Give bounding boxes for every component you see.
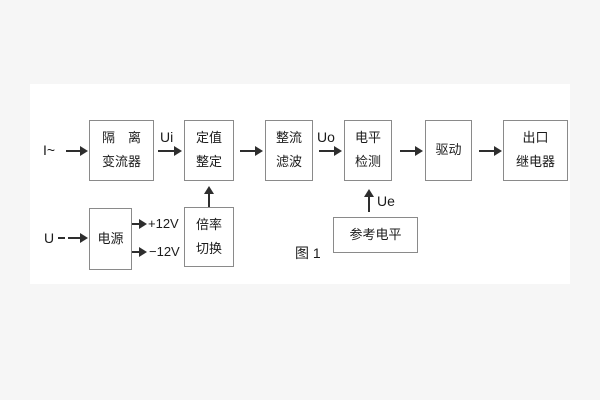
block-label: 参考电平: [349, 226, 402, 242]
block-label: 驱动: [435, 142, 462, 158]
arrow-right-icon: [68, 233, 88, 243]
block-label: 倍率: [195, 216, 222, 232]
block-label: 电源: [97, 230, 124, 246]
arrow-right-icon: [132, 219, 147, 229]
rail-minus12v-label: −12V: [149, 244, 180, 259]
block-label: 切换: [195, 240, 222, 256]
arrow-right-icon: [132, 247, 147, 257]
arrow-up-icon: [204, 186, 214, 207]
block-label: 变流器: [101, 154, 141, 169]
block-power-supply: 电源: [89, 208, 132, 270]
arrow-right-icon: [240, 146, 263, 156]
block-level-detection: 电平 检测: [344, 120, 392, 181]
block-label: 出口: [522, 130, 549, 146]
input-voltage-label: U: [44, 230, 55, 246]
block-driver: 驱动: [425, 120, 472, 181]
figure-caption: 图 1: [295, 245, 321, 261]
block-ratio-switching: 倍率 切换: [184, 207, 234, 267]
block-label: 整流: [275, 130, 302, 146]
block-label: 整定: [195, 154, 222, 169]
signal-ue-label: Ue: [377, 193, 395, 209]
block-rectifier-filter: 整流 滤波: [265, 120, 313, 181]
block-reference-level: 参考电平: [333, 217, 418, 253]
block-label: 滤波: [275, 154, 302, 169]
arrow-right-icon: [158, 146, 182, 156]
arrow-right-icon: [479, 146, 502, 156]
block-setting-adjustment: 定值 整定: [184, 120, 234, 181]
rail-plus12v-label: +12V: [148, 216, 179, 231]
block-label: 隔 离: [101, 130, 141, 146]
arrow-right-icon: [400, 146, 423, 156]
block-label: 定值: [195, 130, 222, 146]
block-label: 继电器: [515, 154, 555, 169]
block-output-relay: 出口 继电器: [503, 120, 568, 181]
arrow-right-icon: [66, 146, 88, 156]
input-current-label: I~: [43, 142, 56, 158]
signal-uo-label: Uo: [317, 129, 335, 145]
signal-ui-label: Ui: [160, 129, 174, 145]
arrow-right-icon: [319, 146, 342, 156]
connector-line: [58, 237, 65, 239]
block-isolation-transformer: 隔 离 变流器: [89, 120, 154, 181]
block-label: 检测: [354, 154, 381, 169]
arrow-up-icon: [364, 189, 374, 212]
block-label: 电平: [354, 130, 381, 146]
